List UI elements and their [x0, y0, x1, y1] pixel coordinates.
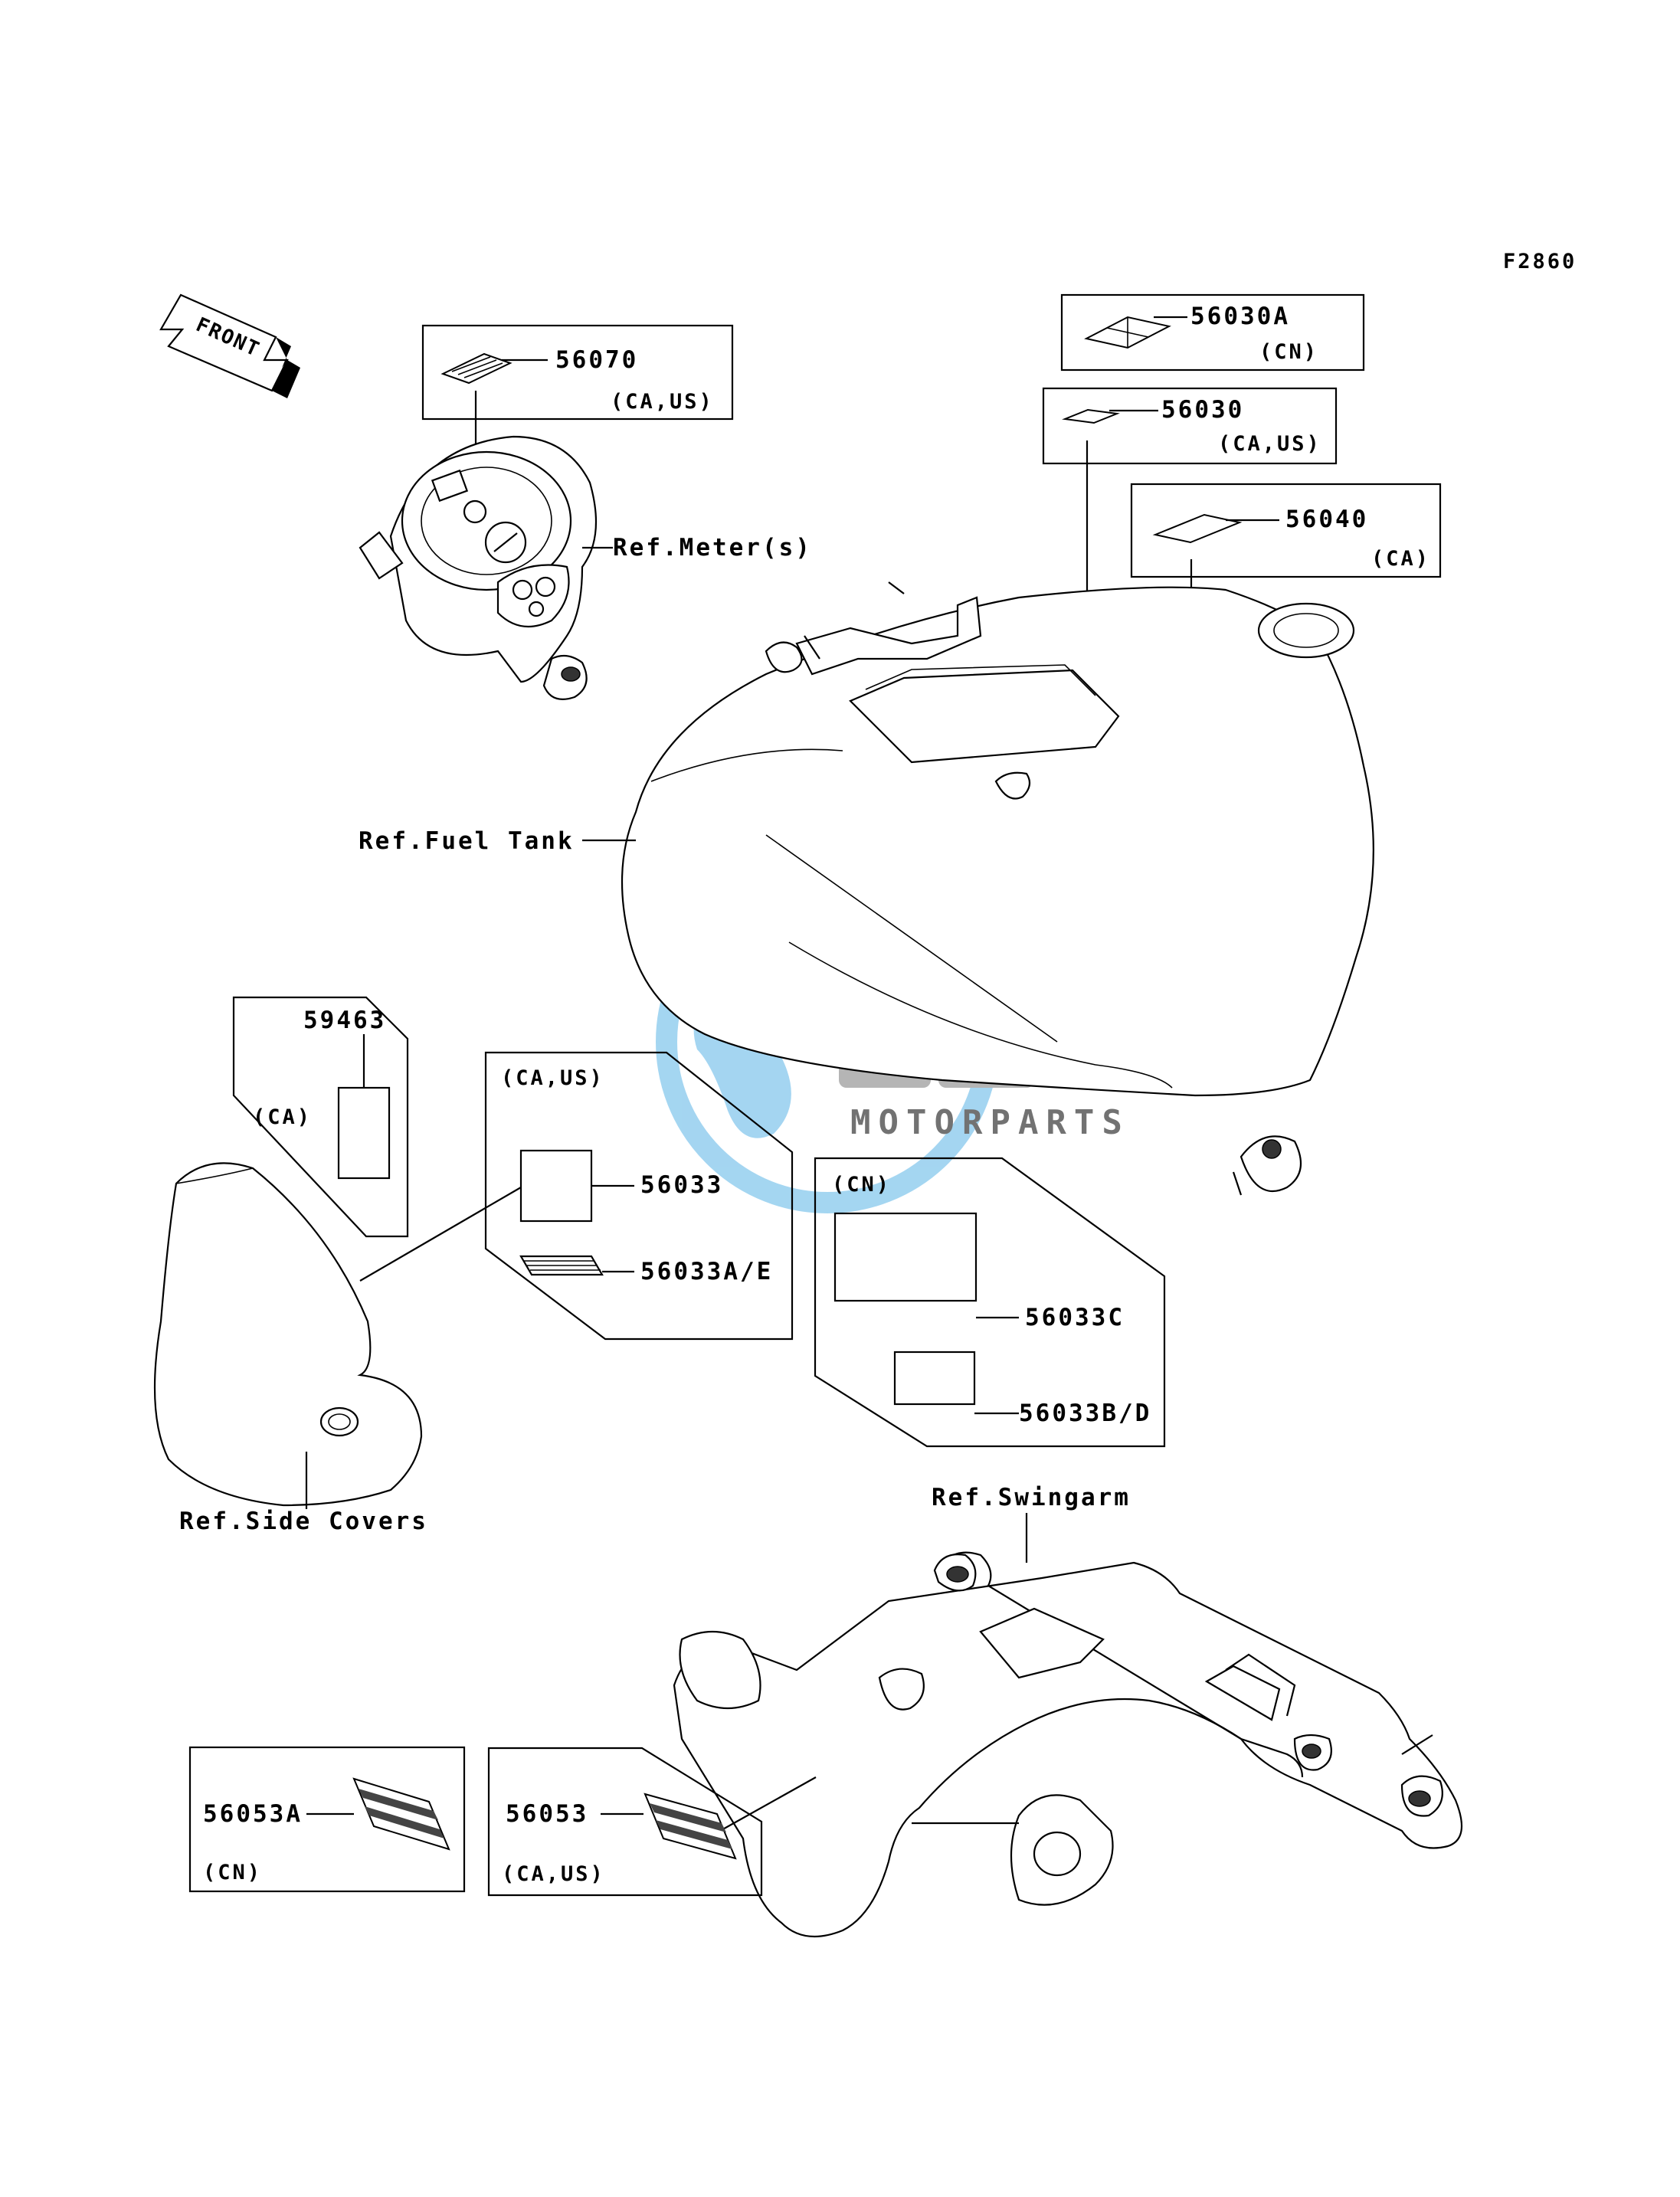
decal-56033c-icon [833, 1212, 978, 1302]
meter-assembly [359, 435, 613, 700]
decal-56033-icon [519, 1149, 593, 1223]
side-cover [153, 1162, 423, 1509]
region-56033: (CA,US) [501, 1066, 604, 1090]
ref-meter-label[interactable]: Ref.Meter(s) [613, 534, 812, 562]
part-box-56053: 56053 (CA,US) [487, 1747, 763, 1897]
part-number-56053: 56053 [506, 1800, 588, 1828]
part-box-56030a: 56030A (CN) [1060, 293, 1365, 372]
decal-56070-icon [440, 352, 513, 385]
decal-59463-icon [337, 1086, 391, 1180]
part-number-59463: 59463 [303, 1007, 386, 1034]
region-56033c: (CN) [832, 1173, 891, 1197]
ref-side-covers-label[interactable]: Ref.Side Covers [179, 1508, 428, 1535]
decal-56040-icon [1152, 513, 1243, 544]
leader-swingarm-decal [719, 1776, 817, 1832]
swingarm [673, 1551, 1463, 1938]
part-box-56070: 56070 (CA,US) [421, 324, 734, 506]
part-box-59463: 59463 (CA) [232, 996, 409, 1238]
region-56030: (CA,US) [1218, 432, 1321, 456]
decal-56053-icon [644, 1793, 737, 1860]
part-box-56033c: (CN) 56033C 56033B/D [814, 1157, 1166, 1448]
region-56070: (CA,US) [611, 390, 714, 414]
part-number-56053a: 56053A [203, 1800, 303, 1828]
part-box-56053a: 56053A (CN) [188, 1746, 466, 1893]
decal-56030a-icon [1084, 316, 1171, 349]
region-56040: (CA) [1371, 547, 1430, 571]
part-number-56033ae: 56033A/E [640, 1258, 773, 1285]
part-box-56033: (CA,US) 56033 56033A/E [484, 1051, 794, 1341]
ref-fuel-tank-label[interactable]: Ref.Fuel Tank [359, 827, 575, 855]
decal-56030-icon [1062, 408, 1120, 424]
part-box-56040: 56040 (CA) [1130, 483, 1442, 701]
part-number-56030: 56030 [1161, 396, 1244, 424]
front-arrow-icon: FRONT [159, 293, 300, 398]
decal-56033bd-icon [893, 1351, 976, 1406]
part-number-56033bd: 56033B/D [1019, 1400, 1151, 1427]
part-number-56030a: 56030A [1190, 303, 1290, 330]
region-56053: (CA,US) [502, 1862, 605, 1886]
fuel-tank [582, 581, 1374, 1196]
figure-id: F2860 [1503, 250, 1577, 273]
decal-56053a-icon [352, 1777, 450, 1851]
leader-side-cover [359, 1187, 522, 1282]
ref-swingarm-label[interactable]: Ref.Swingarm [932, 1484, 1131, 1511]
part-number-56070: 56070 [555, 346, 638, 374]
part-number-56040: 56040 [1285, 506, 1368, 533]
part-number-56033c: 56033C [1025, 1304, 1125, 1331]
watermark-tagline: MOTORPARTS [850, 1103, 1130, 1142]
part-number-56033: 56033 [640, 1171, 723, 1199]
decal-56033ae-icon [519, 1255, 604, 1276]
region-56053a: (CN) [203, 1861, 262, 1884]
region-56030a: (CN) [1259, 340, 1318, 364]
region-59463: (CA) [253, 1105, 312, 1129]
part-box-56030: 56030 (CA,US) [1042, 387, 1338, 660]
